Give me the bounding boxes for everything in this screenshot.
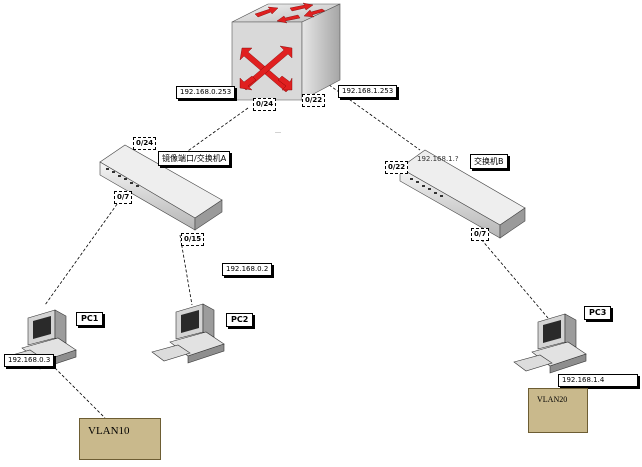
- switch-a-port-bottom: 0/15: [181, 233, 205, 246]
- vlan20-label: VLAN20: [537, 395, 568, 404]
- pc2-ip-label: 192.168.0.2: [222, 263, 273, 276]
- vlan10-box: VLAN10: [79, 418, 161, 460]
- pc3-computer-icon[interactable]: [513, 313, 587, 374]
- pc3-name-label: PC3: [584, 306, 612, 320]
- router-cross-arrows-icon: [239, 45, 293, 93]
- router-port-left: 0/24: [253, 98, 277, 111]
- switch-b[interactable]: [399, 149, 526, 239]
- link-router-switch-b: [324, 81, 421, 151]
- switch-a-name-label: 镜像端口/交换机A: [158, 151, 231, 166]
- link-switch-a-pc1: [44, 199, 121, 306]
- router[interactable]: [231, 2, 341, 101]
- pc3-ip-label: 192.168.1.4: [558, 374, 638, 387]
- switch-a-port-leds: [106, 168, 139, 187]
- link-switch-a-pc2: [179, 234, 193, 306]
- pc2-name-label: PC2: [226, 313, 254, 327]
- pc1-name-label: PC1: [76, 312, 104, 326]
- link-lines: [44, 81, 549, 419]
- router-caption-faint: …: [275, 128, 281, 135]
- switch-a-port-top: 0/24: [133, 137, 157, 150]
- router-ip-left-label: 192.168.0.253: [176, 86, 236, 99]
- router-port-right: 0/22: [302, 94, 326, 107]
- link-router-switch-a: [177, 107, 249, 159]
- vlan20-box: VLAN20: [528, 388, 588, 433]
- switch-a[interactable]: [99, 144, 223, 231]
- switch-b-port-left: 0/22: [385, 161, 409, 174]
- switch-b-ip-partial: 192.168.1.?: [417, 155, 459, 163]
- switch-b-port-leds: [410, 178, 443, 197]
- pc1-ip-label: 192.168.0.3: [4, 354, 55, 367]
- router-ip-right-label: 192.168.1.253: [338, 85, 398, 98]
- switch-a-port-left: 0/7: [114, 191, 133, 204]
- switch-b-name-label: 交换机B: [470, 154, 508, 169]
- link-pc1-vlan10: [54, 367, 106, 419]
- router-arrow-icon: [254, 2, 326, 24]
- link-switch-b-pc3: [474, 231, 549, 319]
- vlan10-label: VLAN10: [88, 425, 130, 437]
- switch-b-port-bottom: 0/7: [471, 228, 490, 241]
- pc2-computer-icon[interactable]: [151, 303, 225, 364]
